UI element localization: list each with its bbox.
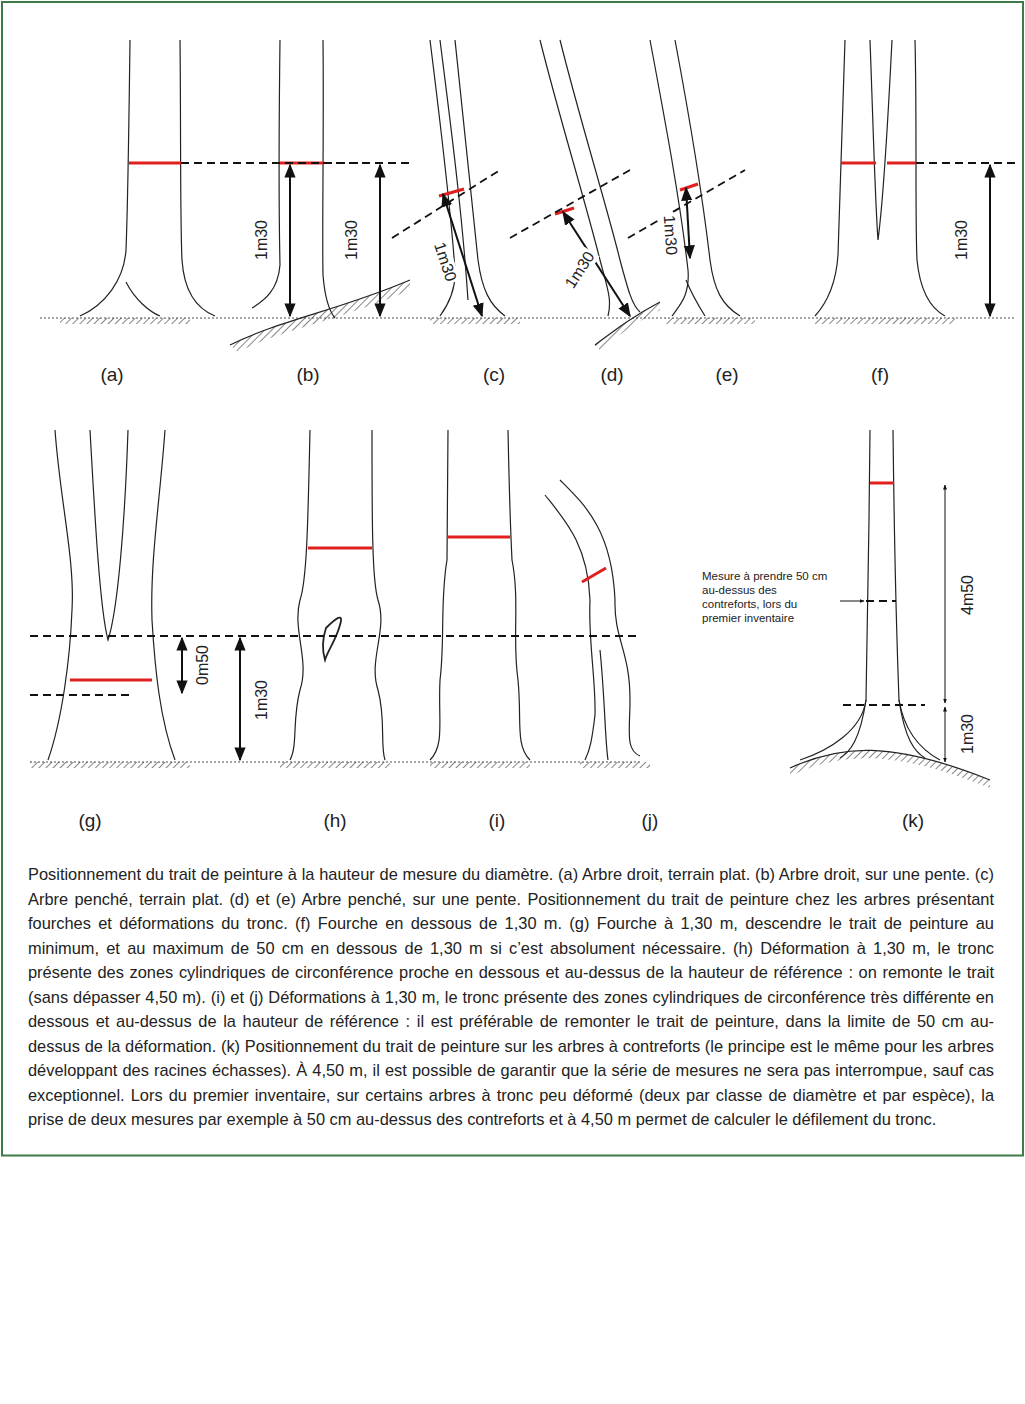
annotation-note: Mesure à prendre 50 cm au-dessus des con… [700, 569, 832, 626]
frame [2, 2, 1023, 1156]
dimension-label: 1m30 [253, 218, 271, 262]
panel-letter: (b) [294, 364, 321, 385]
panel-letter: (f) [869, 364, 891, 385]
panel-letter: (k) [900, 810, 926, 831]
dimension-label: 1m30 [953, 218, 971, 262]
panel-letter: (d) [598, 364, 625, 385]
dimension-label: 1m30 [343, 218, 361, 262]
dimension-label: 0m50 [194, 643, 212, 687]
dimension-label: 1m30 [659, 212, 680, 257]
dimension-label: 1m30 [253, 678, 271, 722]
panel-letter: (e) [713, 364, 740, 385]
dimension-label: 1m30 [959, 712, 977, 756]
panel-letter: (c) [481, 364, 507, 385]
panel-letter: (h) [321, 810, 348, 831]
dimension-label: 4m50 [959, 573, 977, 617]
panel-letter: (a) [98, 364, 125, 385]
figure-caption: Positionnement du trait de peinture à la… [28, 862, 994, 1132]
dimension-label: 1m30 [430, 238, 461, 285]
dimension-label: 1m30 [560, 247, 599, 294]
panel-letter: (i) [487, 810, 508, 831]
panel-letter: (j) [640, 810, 661, 831]
panel-letter: (g) [76, 810, 103, 831]
